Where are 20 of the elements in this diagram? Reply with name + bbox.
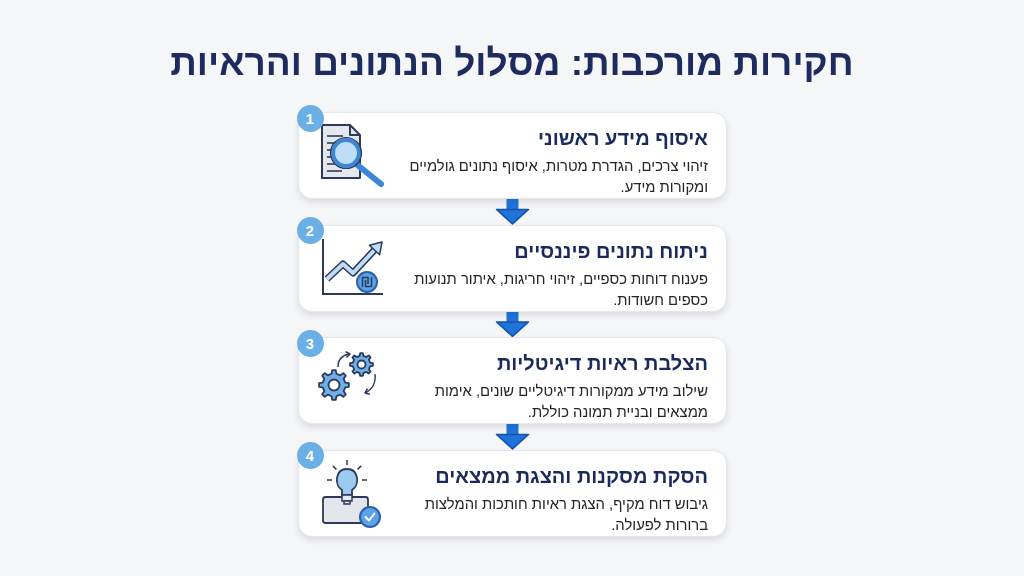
step-description: זיהוי צרכים, הגדרת מטרות, איסוף נתונים גולמיים ומקורות מידע. [408, 157, 708, 197]
title: חקירות מורכבות: מסלול הנתונים והראיות [170, 44, 854, 81]
number-badge: 2 [296, 217, 324, 244]
arrow [495, 311, 530, 338]
step-card [298, 112, 727, 199]
step-description: פענוח דוחות כספיים, זיהוי חריגות, איתור תנועות כספים חשודות. [413, 269, 708, 310]
number-badge: 1 [296, 104, 324, 132]
step-heading: הצלבת ראיות דיגיטליות [496, 353, 708, 373]
step-card [298, 337, 727, 424]
number-badge: 3 [296, 329, 324, 357]
arrow [495, 424, 530, 450]
step-description: שילוב מידע ממקורות דיגיטליים שונים, אימות ממצאים ובניית תמונה כוללת. [433, 382, 708, 422]
number-badge: 4 [296, 442, 324, 469]
step-description: גיבוש דוח מקיף, הצגת ראיות חותכות והמלצות ברורות לפעולה. [423, 494, 708, 535]
step-card [298, 224, 727, 312]
arrow [495, 199, 530, 225]
step-heading: איסוף מידע ראשוני [538, 128, 708, 148]
step-heading: ניתוח נתונים פיננסיים [514, 240, 708, 261]
step-card [298, 449, 727, 537]
step-heading: הסקת מסקנות והצגת ממצאים [435, 465, 708, 486]
